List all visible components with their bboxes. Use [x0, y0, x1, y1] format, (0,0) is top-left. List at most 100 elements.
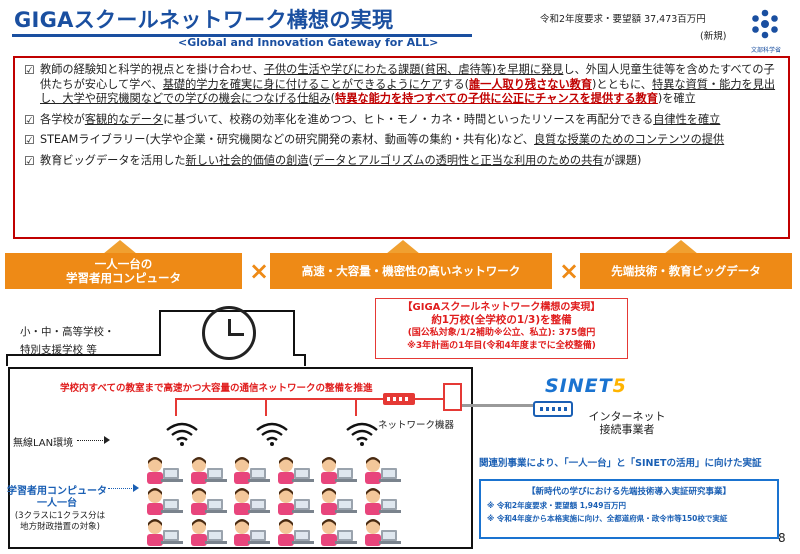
objective-segment: 客観的なデータ: [84, 112, 164, 126]
giga-summary-scope: 約1万校(全学校の1/3)を整備: [431, 314, 572, 326]
objective-segment: )を確立: [657, 92, 696, 105]
cable-line: [265, 398, 267, 416]
related-project-box: 【新時代の学びにおける先端技術導入実証研究事業】 ※ 令和2年度要求・要望額 1…: [479, 479, 779, 539]
objective-segment: 新しい社会的価値の創造: [185, 153, 309, 167]
student-with-laptop-icon: [321, 519, 357, 546]
wifi-icon: [256, 422, 288, 446]
checkbox-icon: ☑: [24, 112, 35, 127]
pillar-one-device: 一人一台の学習者用コンピュータ: [5, 253, 242, 289]
wifi-icon: [166, 422, 198, 446]
isp-label: インターネット 接続事業者: [582, 410, 672, 436]
objective-segment: 自律性を確立: [653, 112, 721, 126]
student-with-laptop-icon: [191, 488, 227, 515]
learner-pc-label: 学習者用コンピュータ 一人一台: [7, 486, 107, 510]
objective-segment: し、外国人児童生徒等を含めたすべての子供たちが安心して学べ、: [40, 63, 775, 91]
router-icon: [383, 393, 415, 405]
mext-logo-icon: [752, 9, 778, 39]
school-types-line1: 小・中・高等学校・: [20, 326, 115, 338]
objective-segment: )とともに、: [592, 77, 652, 91]
objective-segment: に基づいて、校務の効率化を進めつつ、ヒト・モノ・カネ・時間といったリソースを再配…: [163, 112, 654, 126]
clock-icon: [202, 306, 256, 360]
student-with-laptop-icon: [147, 457, 183, 484]
objective-segment: 誰一人取り残さない教育: [468, 77, 593, 91]
multiply-icon: ×: [559, 257, 580, 285]
checkbox-icon: ☑: [24, 153, 35, 168]
objective-item: ☑STEAMライブラリー(大学や企業・研究機関などの研究開発の素材、動画等の集約…: [24, 133, 779, 148]
network-banner: 学校内すべての教室まで高速かつ大容量の通信ネットワークの整備を推進: [60, 383, 373, 394]
pillar-one-device-line2: 学習者用コンピュータ: [66, 271, 181, 285]
objective-segment: 教師の経験知と科学的視点とを掛け合わせ、: [40, 63, 264, 76]
objective-segment: (: [308, 153, 313, 167]
network-device-label: ネットワーク機器: [378, 420, 455, 431]
giga-summary-title: 【GIGAスクールネットワーク構想の実現】: [402, 302, 601, 313]
objective-item: ☑ 教師の経験知と科学的視点とを掛け合わせ、子供の生活や学びにわたる課題(貧困、虐…: [24, 63, 779, 107]
page-title: GIGAスクールネットワーク構想の実現: [14, 8, 394, 32]
related-project-plan: ※ 令和4年度から本格実施に向け、全都道府県・政令市等150校で実証: [487, 514, 728, 523]
learner-pc-label-line2: 一人一台: [37, 498, 77, 509]
student-with-laptop-icon: [191, 457, 227, 484]
cable-line: [175, 398, 383, 400]
objective-item: ☑ 教育ビッグデータを活用した新しい社会的価値の創造(データとアルゴリズムの透明性…: [24, 154, 779, 169]
related-project-title: 【新時代の学びにおける先端技術導入実証研究事業】: [526, 487, 731, 497]
objective-segment: 子供の生活や学びにわたる課題(貧困、虐待等)を早期に発見: [263, 63, 564, 76]
page-subtitle: <Global and Innovation Gateway for ALL>: [178, 36, 439, 49]
student-with-laptop-icon: [234, 457, 270, 484]
student-with-laptop-icon: [278, 519, 314, 546]
up-arrow-icon: [664, 240, 698, 254]
objectives-box: ☑ 教師の経験知と科学的視点とを掛け合わせ、子供の生活や学びにわたる課題(貧困、虐…: [13, 56, 790, 239]
data-center-icon: [533, 401, 573, 417]
giga-summary-plan: ※3年計画の1年目(令和4年度までに全校整備): [407, 341, 596, 351]
wifi-icon: [346, 422, 378, 446]
isp-label-line2: 接続事業者: [599, 423, 655, 436]
pointer-arrow-icon: [108, 488, 134, 489]
objective-segment: (: [330, 92, 336, 105]
checkbox-icon: ☑: [24, 133, 35, 147]
up-arrow-icon: [386, 240, 420, 254]
school-types-label: 小・中・高等学校・ 特別支援学校 等: [20, 323, 115, 359]
pointer-arrow-icon: [77, 440, 105, 441]
school-network-diagram: [8, 367, 473, 549]
student-with-laptop-icon: [234, 488, 270, 515]
giga-summary-box: 【GIGAスクールネットワーク構想の実現】 約1万校(全学校の1/3)を整備 (…: [375, 298, 628, 359]
related-project-budget: ※ 令和2年度要求・要望額 1,949百万円: [487, 501, 626, 510]
objective-text: 教育ビッグデータを活用した新しい社会的価値の創造(データとアルゴリズムの透明性と…: [40, 154, 779, 169]
pillar-one-device-line1: 一人一台の: [94, 257, 153, 271]
up-arrow-icon: [103, 240, 137, 254]
student-with-laptop-icon: [278, 488, 314, 515]
related-project-text: 関連別事業により、「一人一台」と「SINETの活用」に向けた実証: [479, 458, 762, 469]
title-underline: [12, 34, 472, 37]
ministry-label: 文部科学省: [750, 47, 781, 54]
objective-segment: する(: [442, 77, 469, 91]
sinet-logo-number: 5: [612, 375, 627, 397]
giga-summary-budget: (国公私対象/1/2補助※公立、私立): 375億円: [407, 328, 596, 338]
learner-pc-note-line2: 地方財政措置の対象): [20, 522, 100, 532]
student-with-laptop-icon: [365, 457, 401, 484]
checkbox-icon: ☑: [24, 63, 35, 77]
multiply-icon: ×: [249, 257, 270, 285]
server-icon: [443, 383, 462, 411]
wireless-lan-label: 無線LAN環境: [13, 438, 74, 449]
student-with-laptop-icon: [321, 488, 357, 515]
page-number: 8: [778, 531, 786, 545]
cable-line: [462, 404, 533, 407]
sinet-logo-text: SINET: [545, 375, 613, 397]
objective-segment: 良質な授業のためのコンテンツの提供: [533, 133, 725, 146]
objective-text: 教師の経験知と科学的視点とを掛け合わせ、子供の生活や学びにわたる課題(貧困、虐待…: [40, 63, 779, 107]
pillar-network: 高速・大容量・機密性の高いネットワーク: [270, 253, 552, 289]
objective-item: ☑ 各学校が客観的なデータに基づいて、校務の効率化を進めつつ、ヒト・モノ・カネ・時…: [24, 113, 779, 128]
cable-line: [355, 398, 357, 416]
pillar-technology: 先端技術・教育ビッグデータ: [580, 253, 792, 289]
sinet-logo: SINET5: [545, 375, 627, 397]
pointer-arrow-icon: [104, 436, 110, 444]
objective-segment: 特異な能力を持つすべての子供に公正にチャンスを提供する教育: [335, 92, 658, 105]
learner-pc-label-line1: 学習者用コンピュータ: [7, 486, 107, 497]
objective-segment: 教育ビッグデータを活用した: [40, 153, 186, 167]
budget-new-label: (新規): [700, 31, 727, 42]
objective-segment: データとアルゴリズムの透明性と正当な利用のための共有: [312, 153, 604, 167]
objective-segment: 各学校が: [40, 112, 85, 126]
student-with-laptop-icon: [147, 488, 183, 515]
pointer-arrow-icon: [133, 484, 139, 492]
objective-segment: 基礎的学力を確実に身に付けることができるようにケア: [162, 77, 443, 91]
learner-pc-note-line1: (3クラスに1クラス分は: [14, 511, 106, 521]
school-types-line2: 特別支援学校 等: [20, 344, 97, 356]
